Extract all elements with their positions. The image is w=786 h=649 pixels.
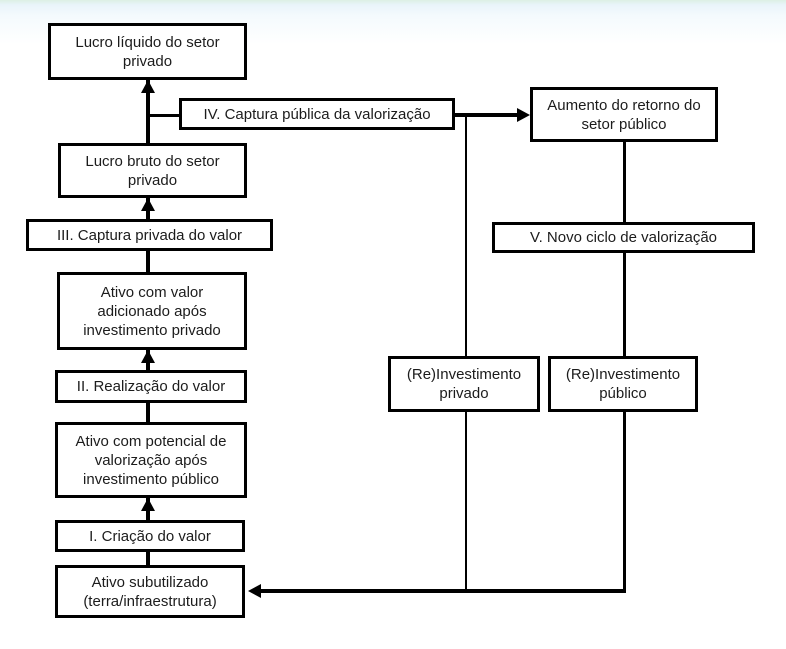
arrowhead-up-into-ativo-potencial [141,498,155,511]
box-step-i-criacao: I. Criação do valor [55,520,245,552]
box-ativo-valor-adicionado: Ativo com valor adicionado após investim… [57,272,247,350]
arrowhead-up-into-lucro-liquido [141,80,155,93]
line-return-to-ativo-subutilizado [260,589,626,593]
box-reinvestimento-privado: (Re)Investimento privado [388,356,540,412]
connector-subutilizado-to-i [146,552,150,565]
connector-adicionado-to-iii [146,251,150,272]
box-reinvestimento-publico-label: (Re)Investimento público [565,366,681,402]
box-step-ii-label: II. Realização do valor [76,378,226,395]
box-step-ii-realizacao: II. Realização do valor [55,370,247,403]
connector-potencial-to-ii [146,403,150,422]
box-lucro-bruto: Lucro bruto do setor privado [58,143,247,198]
connector-bruto-to-liquido [146,80,150,143]
arrow-iv-to-aumento [455,113,519,117]
box-step-v-novo-ciclo: V. Novo ciclo de valorização [492,222,755,253]
box-step-v-label: V. Novo ciclo de valorização [529,229,718,246]
box-ativo-subutilizado: Ativo subutilizado (terra/infraestrutura… [55,565,245,618]
box-lucro-liquido: Lucro líquido do setor privado [48,23,247,80]
arrowhead-left-into-ativo-subutilizado [248,584,261,598]
box-reinvestimento-publico: (Re)Investimento público [548,356,698,412]
box-lucro-bruto-label: Lucro bruto do setor privado [85,152,220,189]
box-aumento-retorno: Aumento do retorno do setor público [530,87,718,142]
box-step-iii-captura-privada: III. Captura privada do valor [26,219,273,251]
box-step-iii-label: III. Captura privada do valor [56,226,243,244]
box-ativo-subutilizado-label: Ativo subutilizado (terra/infraestrutura… [83,573,217,610]
box-ativo-valor-adicionado-label: Ativo com valor adicionado após investim… [83,283,221,339]
box-lucro-liquido-label: Lucro líquido do setor privado [75,33,220,70]
arrowhead-up-into-lucro-bruto [141,198,155,211]
box-ativo-potencial-label: Ativo com potencial de valorização após … [75,432,227,488]
box-reinvestimento-privado-label: (Re)Investimento privado [406,366,522,402]
box-aumento-retorno-label: Aumento do retorno do setor público [547,96,701,133]
arrowhead-right-into-aumento [517,108,530,122]
line-reinvestimento-privado-drop [465,115,467,591]
arrowhead-up-into-ativo-adicionado [141,350,155,363]
box-step-iv-label: IV. Captura pública da valorização [203,105,431,123]
box-step-iv-captura-publica: IV. Captura pública da valorização [179,98,455,130]
box-step-i-label: I. Criação do valor [89,527,211,545]
connector-iv-to-main-arrow [148,114,179,117]
box-ativo-potencial: Ativo com potencial de valorização após … [55,422,247,498]
